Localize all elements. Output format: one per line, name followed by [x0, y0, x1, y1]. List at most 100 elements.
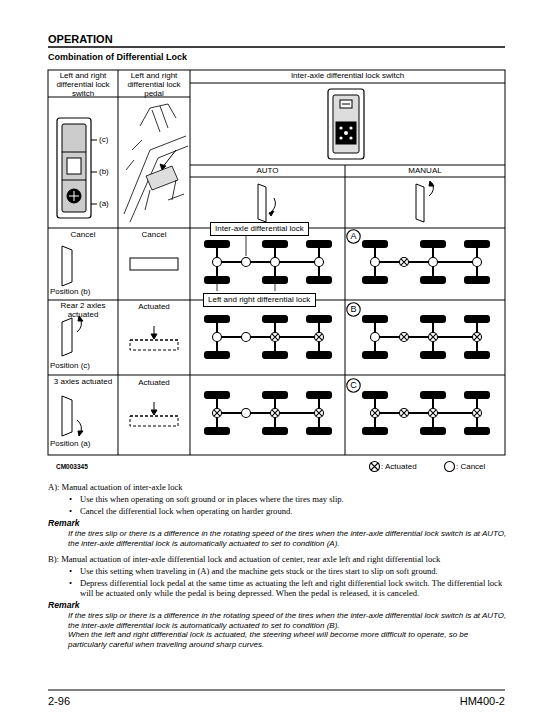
tire [362, 391, 388, 399]
tire [464, 427, 490, 435]
legend-entry: : Cancel [443, 460, 485, 473]
axle-schematic [204, 391, 332, 435]
circle-outline [347, 379, 360, 392]
remark-heading: Remark [48, 600, 80, 610]
actuated-cross [372, 410, 378, 416]
tire [262, 351, 288, 359]
tire [306, 240, 332, 248]
tire [306, 351, 332, 359]
legend-entry: : Actuated [368, 460, 417, 473]
circle-outline [347, 230, 360, 243]
tire [420, 240, 446, 248]
condition-circle: A [346, 229, 361, 244]
bullet: • [69, 578, 72, 588]
paragraph-heading: B): Manual actuation of inter-axle diffe… [48, 554, 508, 564]
callout-text: Inter-axle differential lock [215, 224, 304, 233]
bullet-text: Cancel the differential lock when operat… [80, 506, 508, 516]
tire [262, 276, 288, 284]
differential-mark [213, 409, 222, 418]
differential-mark [315, 409, 324, 418]
differential-mark [429, 258, 438, 267]
tire [204, 315, 230, 323]
rocker-icon [258, 181, 434, 222]
table-cell: MANUAL [345, 167, 505, 176]
table-cell: Position (b) [50, 288, 90, 297]
actuated-cross [214, 410, 220, 416]
condition-letter: A [350, 232, 356, 241]
condition-letter: B [350, 305, 356, 314]
differential-mark [473, 409, 482, 418]
differential-mark [400, 333, 409, 342]
differential-mark [400, 409, 409, 418]
section-heading: Combination of Differential Lock [48, 52, 187, 62]
differential-mark [271, 409, 280, 418]
remark-text: When the left and right differential loc… [68, 630, 508, 649]
axle-schematics [204, 240, 490, 435]
tire [420, 351, 446, 359]
tire [420, 276, 446, 284]
pedal-position-icon [130, 258, 178, 426]
tire [464, 276, 490, 284]
tire [306, 315, 332, 323]
table-cell: AUTO [190, 167, 345, 176]
actuated-cross [401, 410, 407, 416]
tire [420, 427, 446, 435]
actuated-cross [316, 334, 322, 340]
legend-text: : Actuated [381, 462, 417, 471]
lock-pedal-sketch [124, 104, 188, 222]
actuated-cross [401, 259, 407, 265]
tire [420, 315, 446, 323]
tire [262, 427, 288, 435]
table-cell: Left and right differential lock switch [49, 72, 117, 98]
axle-schematic [362, 240, 490, 284]
tire [362, 276, 388, 284]
tire [204, 351, 230, 359]
legend-symbol [443, 460, 456, 473]
page-number: 2-96 [48, 695, 70, 707]
drive-shaft [375, 261, 477, 263]
bullet-text: Use this when operating on soft ground o… [80, 494, 508, 504]
tire [204, 391, 230, 399]
paragraph-heading: A): Manual actuation of inter-axle lock [48, 482, 508, 492]
bullet-text: Use this setting when traveling in (A) a… [80, 566, 508, 576]
tire [362, 351, 388, 359]
differential-mark [271, 258, 280, 267]
callout-text: Left and right differential lock [208, 295, 311, 304]
table-grid [48, 70, 505, 455]
differential-mark [315, 333, 324, 342]
tire [204, 276, 230, 284]
actuated-cross [474, 334, 480, 340]
table-cell: Actuated [119, 379, 189, 388]
switch-position: (c) [99, 135, 108, 144]
drive-shaft [217, 261, 319, 263]
differential-mark [242, 258, 251, 267]
tire [306, 391, 332, 399]
differential-mark [473, 333, 482, 342]
tire [204, 427, 230, 435]
axle-schematic [204, 315, 332, 359]
lr-lock-switch [57, 118, 97, 218]
tire [464, 391, 490, 399]
differential-mark [400, 258, 409, 267]
table-cell: Inter-axle differential lock switch [190, 72, 505, 81]
circle-outline [347, 303, 360, 316]
bullet: • [69, 566, 72, 576]
differential-mark [371, 258, 380, 267]
differential-mark [429, 333, 438, 342]
tire [204, 240, 230, 248]
differential-mark [429, 409, 438, 418]
tire [262, 315, 288, 323]
remark-heading: Remark [48, 518, 80, 528]
tire [306, 427, 332, 435]
table-cell: Rear 2 axles actuated [49, 302, 117, 320]
actuated-cross [272, 410, 278, 416]
differential-mark [213, 333, 222, 342]
switch-position: (a) [99, 199, 109, 208]
inter-axle-switch [328, 89, 364, 159]
table-cell: Cancel [119, 231, 189, 240]
header-rule [48, 46, 505, 48]
figure-number: CM003345 [56, 463, 88, 470]
actuated-cross [430, 334, 436, 340]
tire [362, 315, 388, 323]
table-cell: Left and right differential lock pedal [119, 72, 189, 98]
